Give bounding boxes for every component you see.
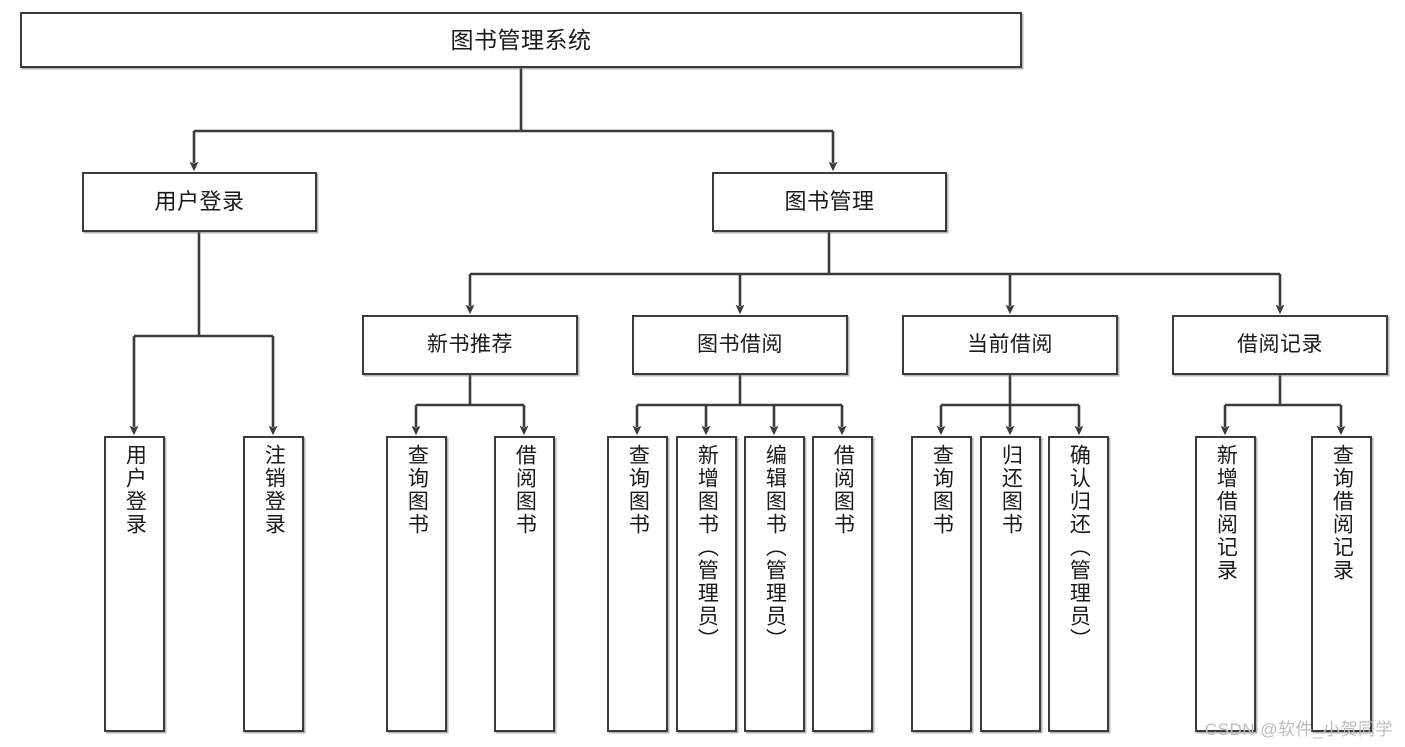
node-label: 查询图书	[405, 444, 429, 536]
leaf-query-book-recommend[interactable]: 查询图书	[386, 436, 447, 732]
node-label: 编辑图书（管理员）	[763, 444, 787, 651]
node-book-borrow[interactable]: 图书借阅	[632, 315, 848, 375]
leaf-query-book-current[interactable]: 查询图书	[911, 436, 972, 732]
leaf-user-login[interactable]: 用户登录	[104, 436, 165, 732]
leaf-logout-login[interactable]: 注销登录	[243, 436, 304, 732]
node-label: 借阅图书	[831, 444, 855, 536]
node-label: 查询借阅记录	[1330, 444, 1354, 582]
node-new-book-recommend[interactable]: 新书推荐	[362, 315, 578, 375]
node-label: 借阅图书	[513, 444, 537, 536]
node-borrow-record[interactable]: 借阅记录	[1172, 315, 1388, 375]
node-label: 用户登录	[154, 189, 245, 215]
node-root-book-management-system[interactable]: 图书管理系统	[20, 12, 1022, 68]
node-label: 归还图书	[999, 444, 1023, 536]
leaf-confirm-return-admin[interactable]: 确认归还（管理员）	[1048, 436, 1109, 732]
node-label: 查询图书	[930, 444, 954, 536]
leaf-edit-book-admin[interactable]: 编辑图书（管理员）	[744, 436, 805, 732]
leaf-add-borrow-record[interactable]: 新增借阅记录	[1195, 436, 1256, 732]
node-label: 借阅记录	[1237, 332, 1323, 356]
leaf-borrow-book-recommend[interactable]: 借阅图书	[494, 436, 555, 732]
node-user-login[interactable]: 用户登录	[82, 172, 317, 232]
csdn-watermark: CSDN @软件_小贺同学	[1204, 720, 1393, 739]
leaf-query-book-borrow[interactable]: 查询图书	[607, 436, 668, 732]
node-label: 新增借阅记录	[1214, 444, 1238, 582]
node-label: 图书管理	[784, 189, 875, 215]
node-label: 图书借阅	[697, 332, 783, 356]
node-label: 查询图书	[626, 444, 650, 536]
node-label: 注销登录	[262, 444, 286, 536]
node-book-management[interactable]: 图书管理	[712, 172, 947, 232]
leaf-query-borrow-record[interactable]: 查询借阅记录	[1311, 436, 1372, 732]
node-label: 用户登录	[123, 444, 147, 536]
node-label: 图书管理系统	[450, 26, 592, 53]
node-label: 确认归还（管理员）	[1067, 444, 1091, 651]
node-label: 当前借阅	[967, 332, 1053, 356]
leaf-borrow-book[interactable]: 借阅图书	[812, 436, 873, 732]
leaf-add-book-admin[interactable]: 新增图书（管理员）	[676, 436, 737, 732]
node-label: 新增图书（管理员）	[695, 444, 719, 651]
node-label: 新书推荐	[427, 332, 513, 356]
node-current-borrow[interactable]: 当前借阅	[902, 315, 1118, 375]
leaf-return-book[interactable]: 归还图书	[980, 436, 1041, 732]
